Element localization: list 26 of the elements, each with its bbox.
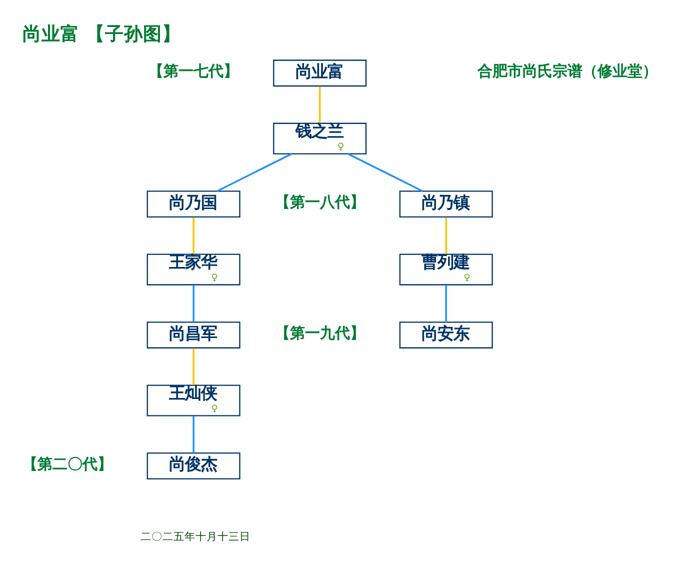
connector bbox=[192, 217, 194, 254]
node-box: 尚业富 bbox=[273, 60, 367, 87]
node-box: 钱之兰 ♀ bbox=[273, 122, 367, 154]
label: 【第二〇代】 bbox=[22, 454, 112, 473]
node-box: 尚乃镇 bbox=[399, 190, 493, 218]
node-box: 尚昌军 bbox=[146, 322, 240, 348]
label: 合肥市尚氏宗谱（修业堂） bbox=[478, 62, 658, 80]
connector bbox=[216, 153, 292, 192]
diagram-title: 尚业富 【子孙图】 bbox=[22, 24, 181, 46]
node-box: 王家华 ♀ bbox=[146, 254, 240, 286]
connector bbox=[445, 285, 447, 322]
connector bbox=[192, 416, 194, 454]
label: 【第一七代】 bbox=[148, 62, 239, 80]
label: 【第一八代】 bbox=[274, 192, 365, 211]
label: 【第一九代】 bbox=[274, 324, 365, 342]
connector bbox=[192, 348, 194, 385]
label: 二〇二五年十月十三日 bbox=[140, 530, 250, 543]
node-box: 尚乃国 bbox=[146, 190, 240, 218]
node-box: 曹列建 ♀ bbox=[399, 254, 493, 286]
connector bbox=[348, 153, 423, 192]
connector bbox=[445, 217, 447, 254]
connector bbox=[318, 86, 321, 124]
node-box: 尚俊杰 bbox=[146, 452, 240, 480]
node-box: 尚安东 bbox=[399, 322, 493, 348]
connector bbox=[192, 285, 194, 322]
node-box: 王灿侠 ♀ bbox=[146, 384, 240, 416]
